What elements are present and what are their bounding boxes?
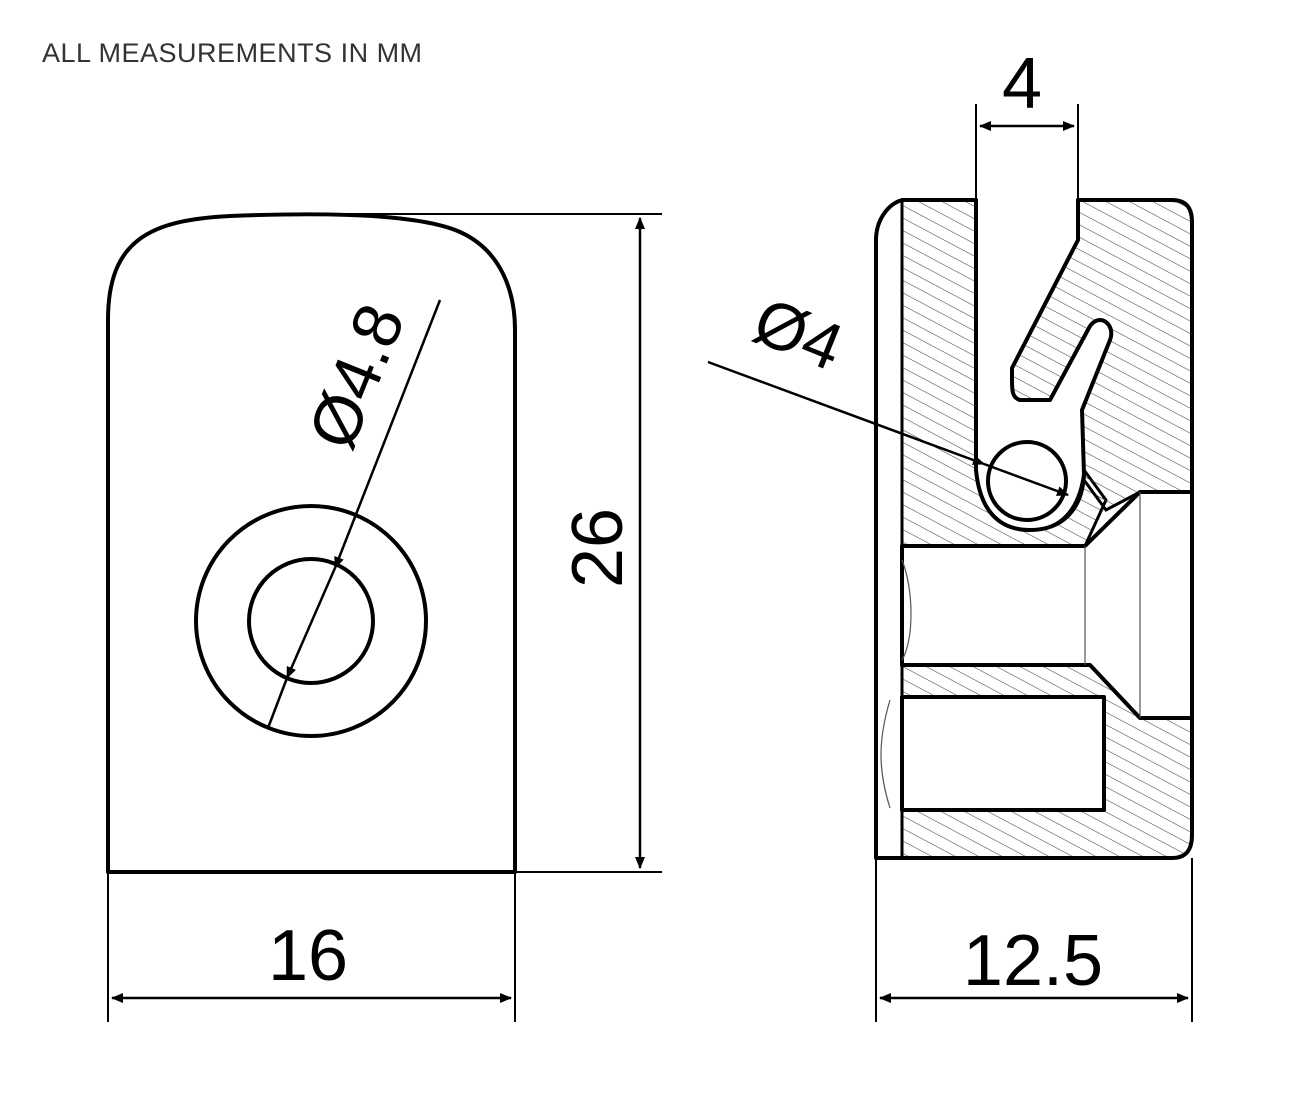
bore-outline [900,490,1194,720]
front-view-outline [106,212,517,874]
side-width-dimension: 12.5 [875,858,1193,1022]
threaded-hole-outline [900,695,1106,812]
hole-inner-circle [247,557,375,685]
front-view [106,212,517,874]
section-outline [874,198,1194,860]
slot-width-label: 4 [1002,44,1042,124]
front-width-label: 16 [268,916,348,996]
measurement-note: ALL MEASUREMENTS IN MM [42,38,423,68]
pin-diameter-label: Ø4 [744,283,853,385]
section-view [874,198,1194,860]
height-label: 26 [558,508,638,588]
slot-outline [974,198,1114,532]
front-width-dimension: 16 [107,872,516,1022]
pin-circle [986,440,1068,522]
slot-width-dimension: 4 [975,44,1079,200]
hole-diameter-label: Ø4.8 [294,294,420,459]
hole-outer-circle [194,504,428,738]
side-width-label: 12.5 [963,921,1103,1001]
height-dimension: 26 [330,213,662,873]
hatch-lower [900,663,1194,860]
